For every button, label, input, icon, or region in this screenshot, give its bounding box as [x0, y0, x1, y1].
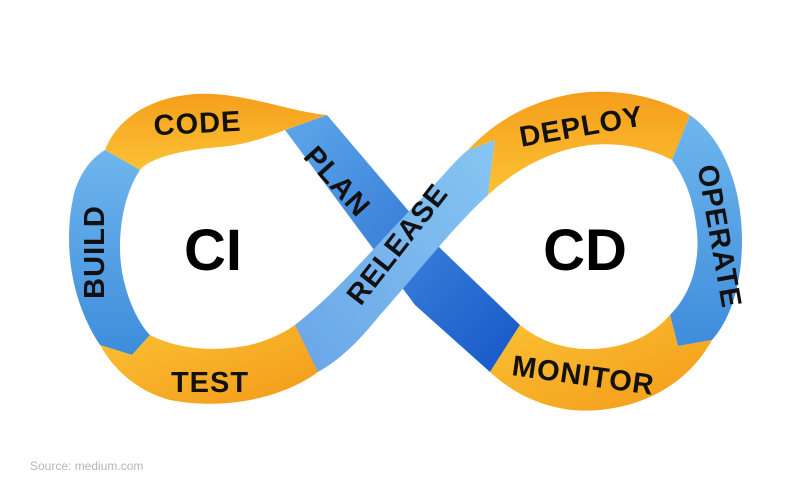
- operate-segment: [670, 115, 742, 346]
- test-segment: [100, 325, 318, 404]
- code-segment: [105, 93, 327, 170]
- label-cd: CD: [543, 218, 627, 283]
- source-caption: Source: medium.com: [30, 459, 144, 473]
- label-ci: CI: [184, 218, 242, 283]
- monitor-segment: [490, 315, 712, 411]
- deploy-segment: [468, 91, 690, 195]
- build-segment: [68, 150, 150, 355]
- release-segment: [295, 140, 495, 372]
- label-code: CODE: [153, 106, 242, 143]
- label-test: TEST: [171, 367, 249, 399]
- label-build: BUILD: [79, 205, 111, 299]
